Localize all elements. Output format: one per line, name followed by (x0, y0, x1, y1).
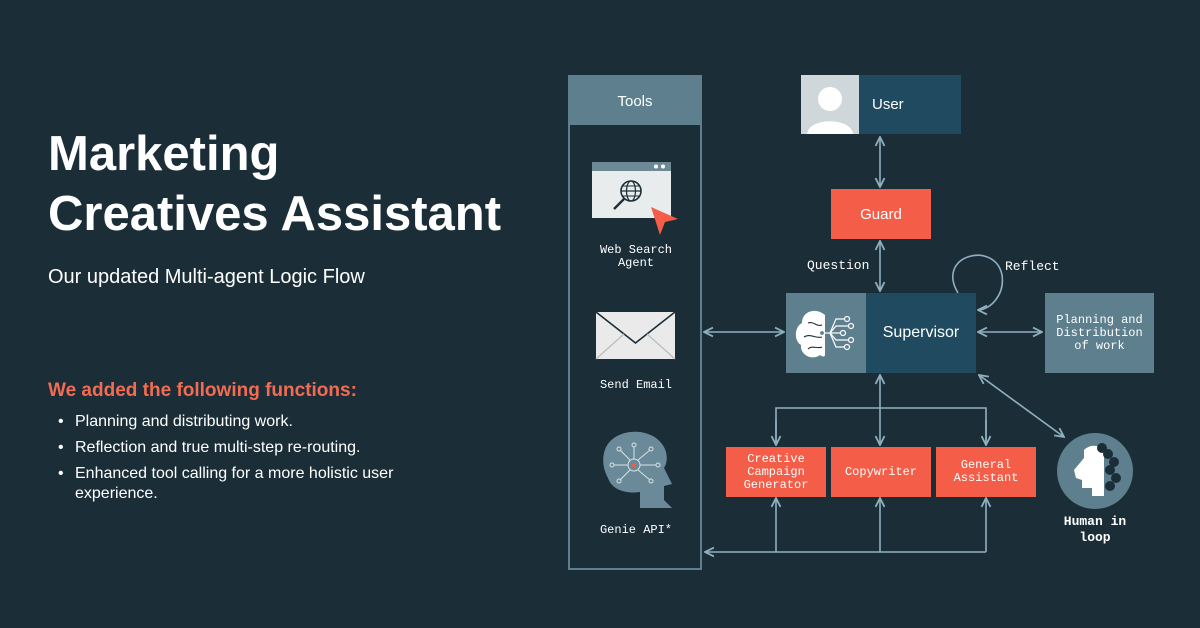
supervisor-label-box: Supervisor (866, 293, 976, 373)
edge-label-reflect: Reflect (1005, 259, 1060, 274)
bullet-icon: • (58, 413, 64, 430)
tools-title: Tools (617, 92, 653, 110)
title-line-2: Creatives Assistant (48, 187, 502, 241)
user-label-box: User (859, 75, 961, 134)
guard-label: Guard (860, 205, 902, 223)
reflect-loop-arrow (951, 254, 1004, 310)
user-node: User (801, 75, 961, 134)
edge-label-question: Question (807, 258, 870, 273)
functions-heading: We added the following functions: (48, 380, 357, 401)
supervisor-node: Supervisor (786, 293, 976, 373)
function-text: Enhanced tool calling for a more holisti… (75, 465, 394, 502)
bullet-icon: • (58, 465, 64, 482)
agent-label: General Assistant (953, 458, 1019, 485)
agent-label: Copywriter (844, 464, 917, 479)
function-item: • Planning and distributing work. (58, 412, 438, 432)
branch-line (775, 407, 987, 445)
user-label: User (872, 96, 904, 113)
page-title: Marketing Creatives Assistant (48, 124, 501, 244)
user-avatar-icon (801, 75, 859, 134)
functions-list: • Planning and distributing work. • Reflec… (58, 412, 438, 510)
brain-icon (786, 293, 866, 373)
agent-copywriter: Copywriter (831, 447, 931, 497)
title-line-1: Marketing (48, 127, 280, 181)
subtitle: Our updated Multi-agent Logic Flow (48, 266, 365, 288)
agent-label: Creative Campaign Generator (743, 451, 809, 492)
function-item: • Enhanced tool calling for a more holist… (58, 464, 438, 504)
tools-header: Tools (570, 77, 700, 125)
function-text: Planning and distributing work. (75, 413, 293, 430)
function-item: • Reflection and true multi-step re-routi… (58, 438, 438, 458)
tool-label-web-search: Web Search Agent (599, 243, 672, 270)
guard-node: Guard (831, 189, 931, 239)
tools-panel: Tools (568, 75, 702, 570)
agent-general-assistant: General Assistant (936, 447, 1036, 497)
tool-label-genie-api: Genie API* (599, 523, 672, 537)
function-text: Reflection and true multi-step re-routin… (75, 439, 361, 456)
bullet-icon: • (58, 439, 64, 456)
agent-creative-campaign-generator: Creative Campaign Generator (726, 447, 826, 497)
supervisor-human-arrow (979, 375, 1064, 437)
planning-label: Planning and Distribution of work (1056, 312, 1143, 353)
human-in-loop-label: Human in loop (1063, 514, 1127, 545)
tool-label-send-email: Send Email (599, 378, 672, 392)
supervisor-label: Supervisor (882, 324, 960, 341)
planning-node: Planning and Distribution of work (1045, 293, 1154, 373)
